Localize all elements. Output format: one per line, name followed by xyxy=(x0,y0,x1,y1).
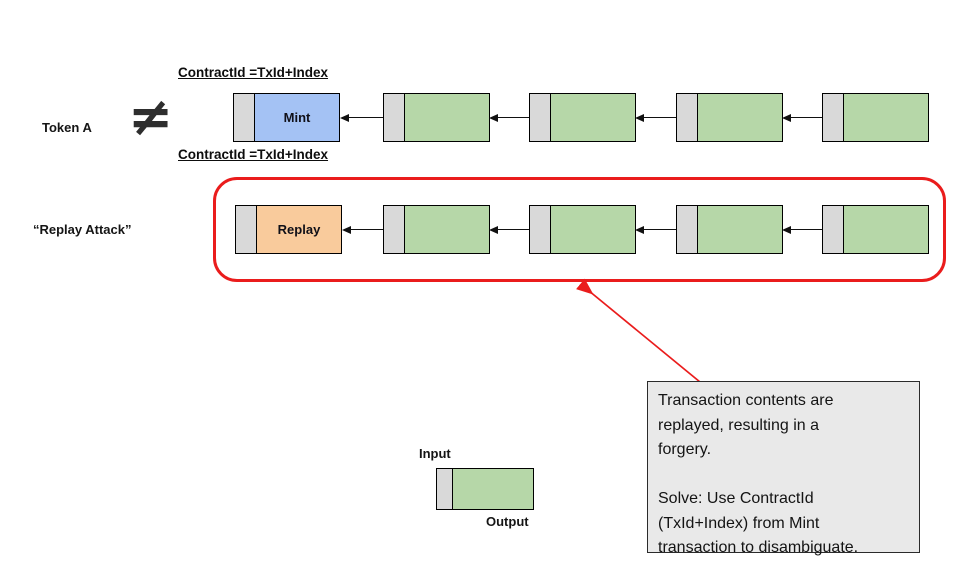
chain-b-arrow-2 xyxy=(489,226,529,234)
chain-b-arrow-1 xyxy=(342,226,383,234)
chain-a-block-5 xyxy=(822,93,929,142)
contract-id-title-bottom: ContractId =TxId+Index xyxy=(178,147,329,162)
input-section xyxy=(677,206,698,253)
input-section xyxy=(384,94,405,141)
mint-block: Mint xyxy=(233,93,340,142)
input-section xyxy=(234,94,255,141)
chain-b-arrow-4 xyxy=(782,226,822,234)
chain-a-arrow-3 xyxy=(635,114,676,122)
output-section xyxy=(551,94,635,141)
legend-output-label: Output xyxy=(486,514,529,529)
callout-line xyxy=(658,463,909,488)
token-a-label: Token A xyxy=(42,120,92,135)
replay-block: Replay xyxy=(235,205,342,254)
callout-line: transaction to disambiguate. xyxy=(658,539,859,556)
chain-a-arrow-1 xyxy=(340,114,383,122)
chain-a-arrow-4 xyxy=(782,114,822,122)
chain-b-block-5 xyxy=(822,205,929,254)
output-section xyxy=(844,94,928,141)
output-section xyxy=(551,206,635,253)
legend-input-label: Input xyxy=(419,446,451,461)
contract-id-title-top: ContractId =TxId+Index xyxy=(178,65,329,80)
callout-line: replayed, resulting in a xyxy=(658,416,819,434)
chain-a-arrow-2 xyxy=(489,114,529,122)
input-section xyxy=(384,206,405,253)
output-section xyxy=(405,206,489,253)
callout-line: Transaction contents are xyxy=(658,392,834,409)
input-section xyxy=(677,94,698,141)
input-section xyxy=(823,206,844,253)
chain-b-block-3 xyxy=(529,205,636,254)
chain-b-block-2 xyxy=(383,205,490,254)
callout-line: Solve: Use ContractId xyxy=(658,490,814,507)
input-section xyxy=(530,94,551,141)
output-section xyxy=(844,206,928,253)
input-section xyxy=(823,94,844,141)
legend-block xyxy=(436,468,534,510)
callout-line: forgery. xyxy=(658,441,712,458)
chain-b-block-4 xyxy=(676,205,783,254)
input-section xyxy=(236,206,257,253)
replay-attack-label: “Replay Attack” xyxy=(33,222,132,237)
chain-a-block-4 xyxy=(676,93,783,142)
callout-box: Transaction contents are replayed, resul… xyxy=(647,381,920,556)
replay-block-label: Replay xyxy=(257,206,341,253)
input-section xyxy=(530,206,551,253)
input-section xyxy=(437,469,453,509)
output-section xyxy=(405,94,489,141)
chain-a-block-3 xyxy=(529,93,636,142)
output-section xyxy=(698,206,782,253)
output-section xyxy=(698,94,782,141)
not-equal-symbol: ≠ xyxy=(128,85,174,148)
output-section xyxy=(453,469,533,509)
chain-a-block-2 xyxy=(383,93,490,142)
mint-block-label: Mint xyxy=(255,94,339,141)
chain-b-arrow-3 xyxy=(635,226,676,234)
callout-line: (TxId+Index) from Mint xyxy=(658,514,820,532)
